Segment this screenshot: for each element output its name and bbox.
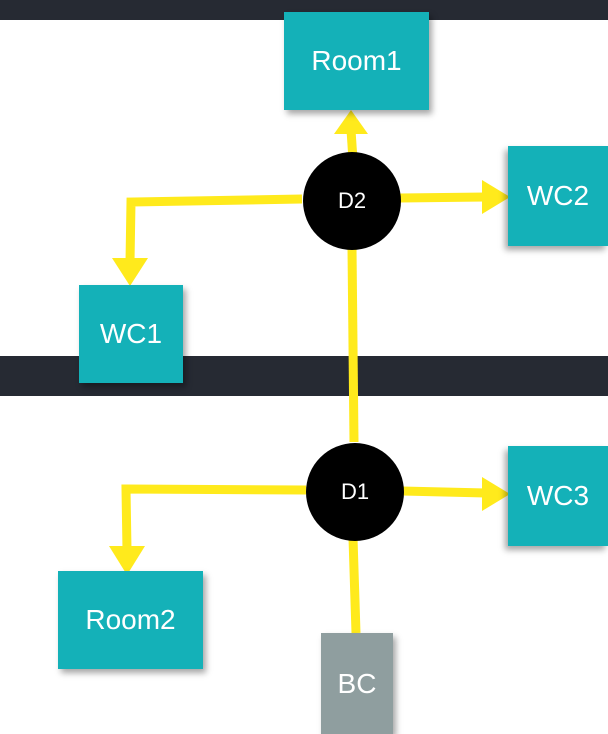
bc-node[interactable]: BC [321,633,393,734]
bc-label: BC [337,667,377,699]
arrowhead-wc3 [482,477,510,511]
connector-d1-bc [348,537,361,634]
top-floor-band [0,0,608,20]
wc2-node[interactable]: WC2 [508,146,608,246]
connector-d1-room2 [121,484,307,551]
room1-node[interactable]: Room1 [284,12,429,110]
wc3-node[interactable]: WC3 [508,446,608,546]
arrowhead-room2 [109,546,145,575]
connector-d2-d1 [347,247,359,443]
connector-d1-wc3 [401,486,487,498]
wc2-label: WC2 [526,180,590,211]
connector-d2-wc1 [125,194,303,263]
wc1-label: WC1 [99,318,163,349]
wc3-label: WC3 [526,480,590,511]
arrowhead-room1 [334,110,368,134]
arrowhead-wc2 [482,180,510,214]
arrowhead-wc1 [112,258,148,286]
connector-d2-wc2 [399,192,487,203]
wc1-node[interactable]: WC1 [79,285,183,383]
d2-hub[interactable]: D2 [303,152,401,250]
room2-label: Room2 [85,604,176,635]
room2-node[interactable]: Room2 [58,571,203,669]
d2-label: D2 [337,188,367,213]
room1-label: Room1 [311,45,402,76]
d1-hub[interactable]: D1 [306,443,404,541]
d1-label: D1 [340,479,370,504]
